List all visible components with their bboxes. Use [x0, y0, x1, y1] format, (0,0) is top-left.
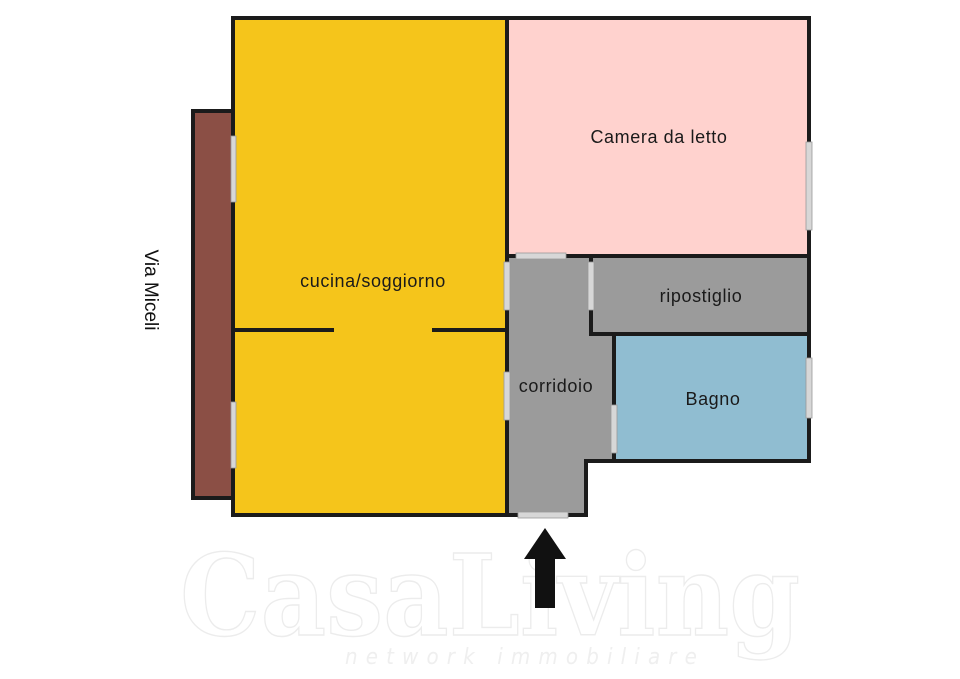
- room-bathroom-fill: [614, 334, 809, 461]
- room-label-storage: ripostiglio: [660, 286, 743, 306]
- room-living-fill: [233, 18, 507, 515]
- room-label-bedroom: Camera da letto: [590, 127, 727, 147]
- watermark-brand: CasaLiving: [180, 531, 800, 662]
- watermark: CasaLiving network immobiliare: [179, 530, 800, 670]
- room-label-corridor: corridoio: [519, 376, 593, 396]
- room-storage-fill: [591, 256, 809, 334]
- openings: [230, 135, 813, 519]
- window-bathroom: [805, 357, 813, 419]
- balcony: [193, 111, 233, 498]
- window-living-top: [230, 135, 237, 203]
- door-living-corridor-top: [503, 261, 511, 311]
- room-label-living: cucina/soggiorno: [300, 271, 446, 291]
- room-label-bathroom: Bagno: [685, 389, 740, 409]
- room-corridor-fill: [507, 256, 614, 515]
- entrance-door: [517, 511, 569, 519]
- window-living-bottom: [230, 401, 237, 469]
- room-bedroom-fill: [507, 18, 809, 256]
- street-label: Via Miceli: [140, 250, 161, 331]
- door-bathroom: [610, 404, 618, 454]
- up-arrow-icon: [524, 528, 566, 608]
- window-bedroom: [805, 141, 813, 231]
- door-living-corridor-bottom: [503, 371, 511, 421]
- watermark-tagline: network immobiliare: [345, 645, 705, 670]
- door-storage: [587, 261, 595, 311]
- door-bedroom-corridor: [515, 252, 567, 260]
